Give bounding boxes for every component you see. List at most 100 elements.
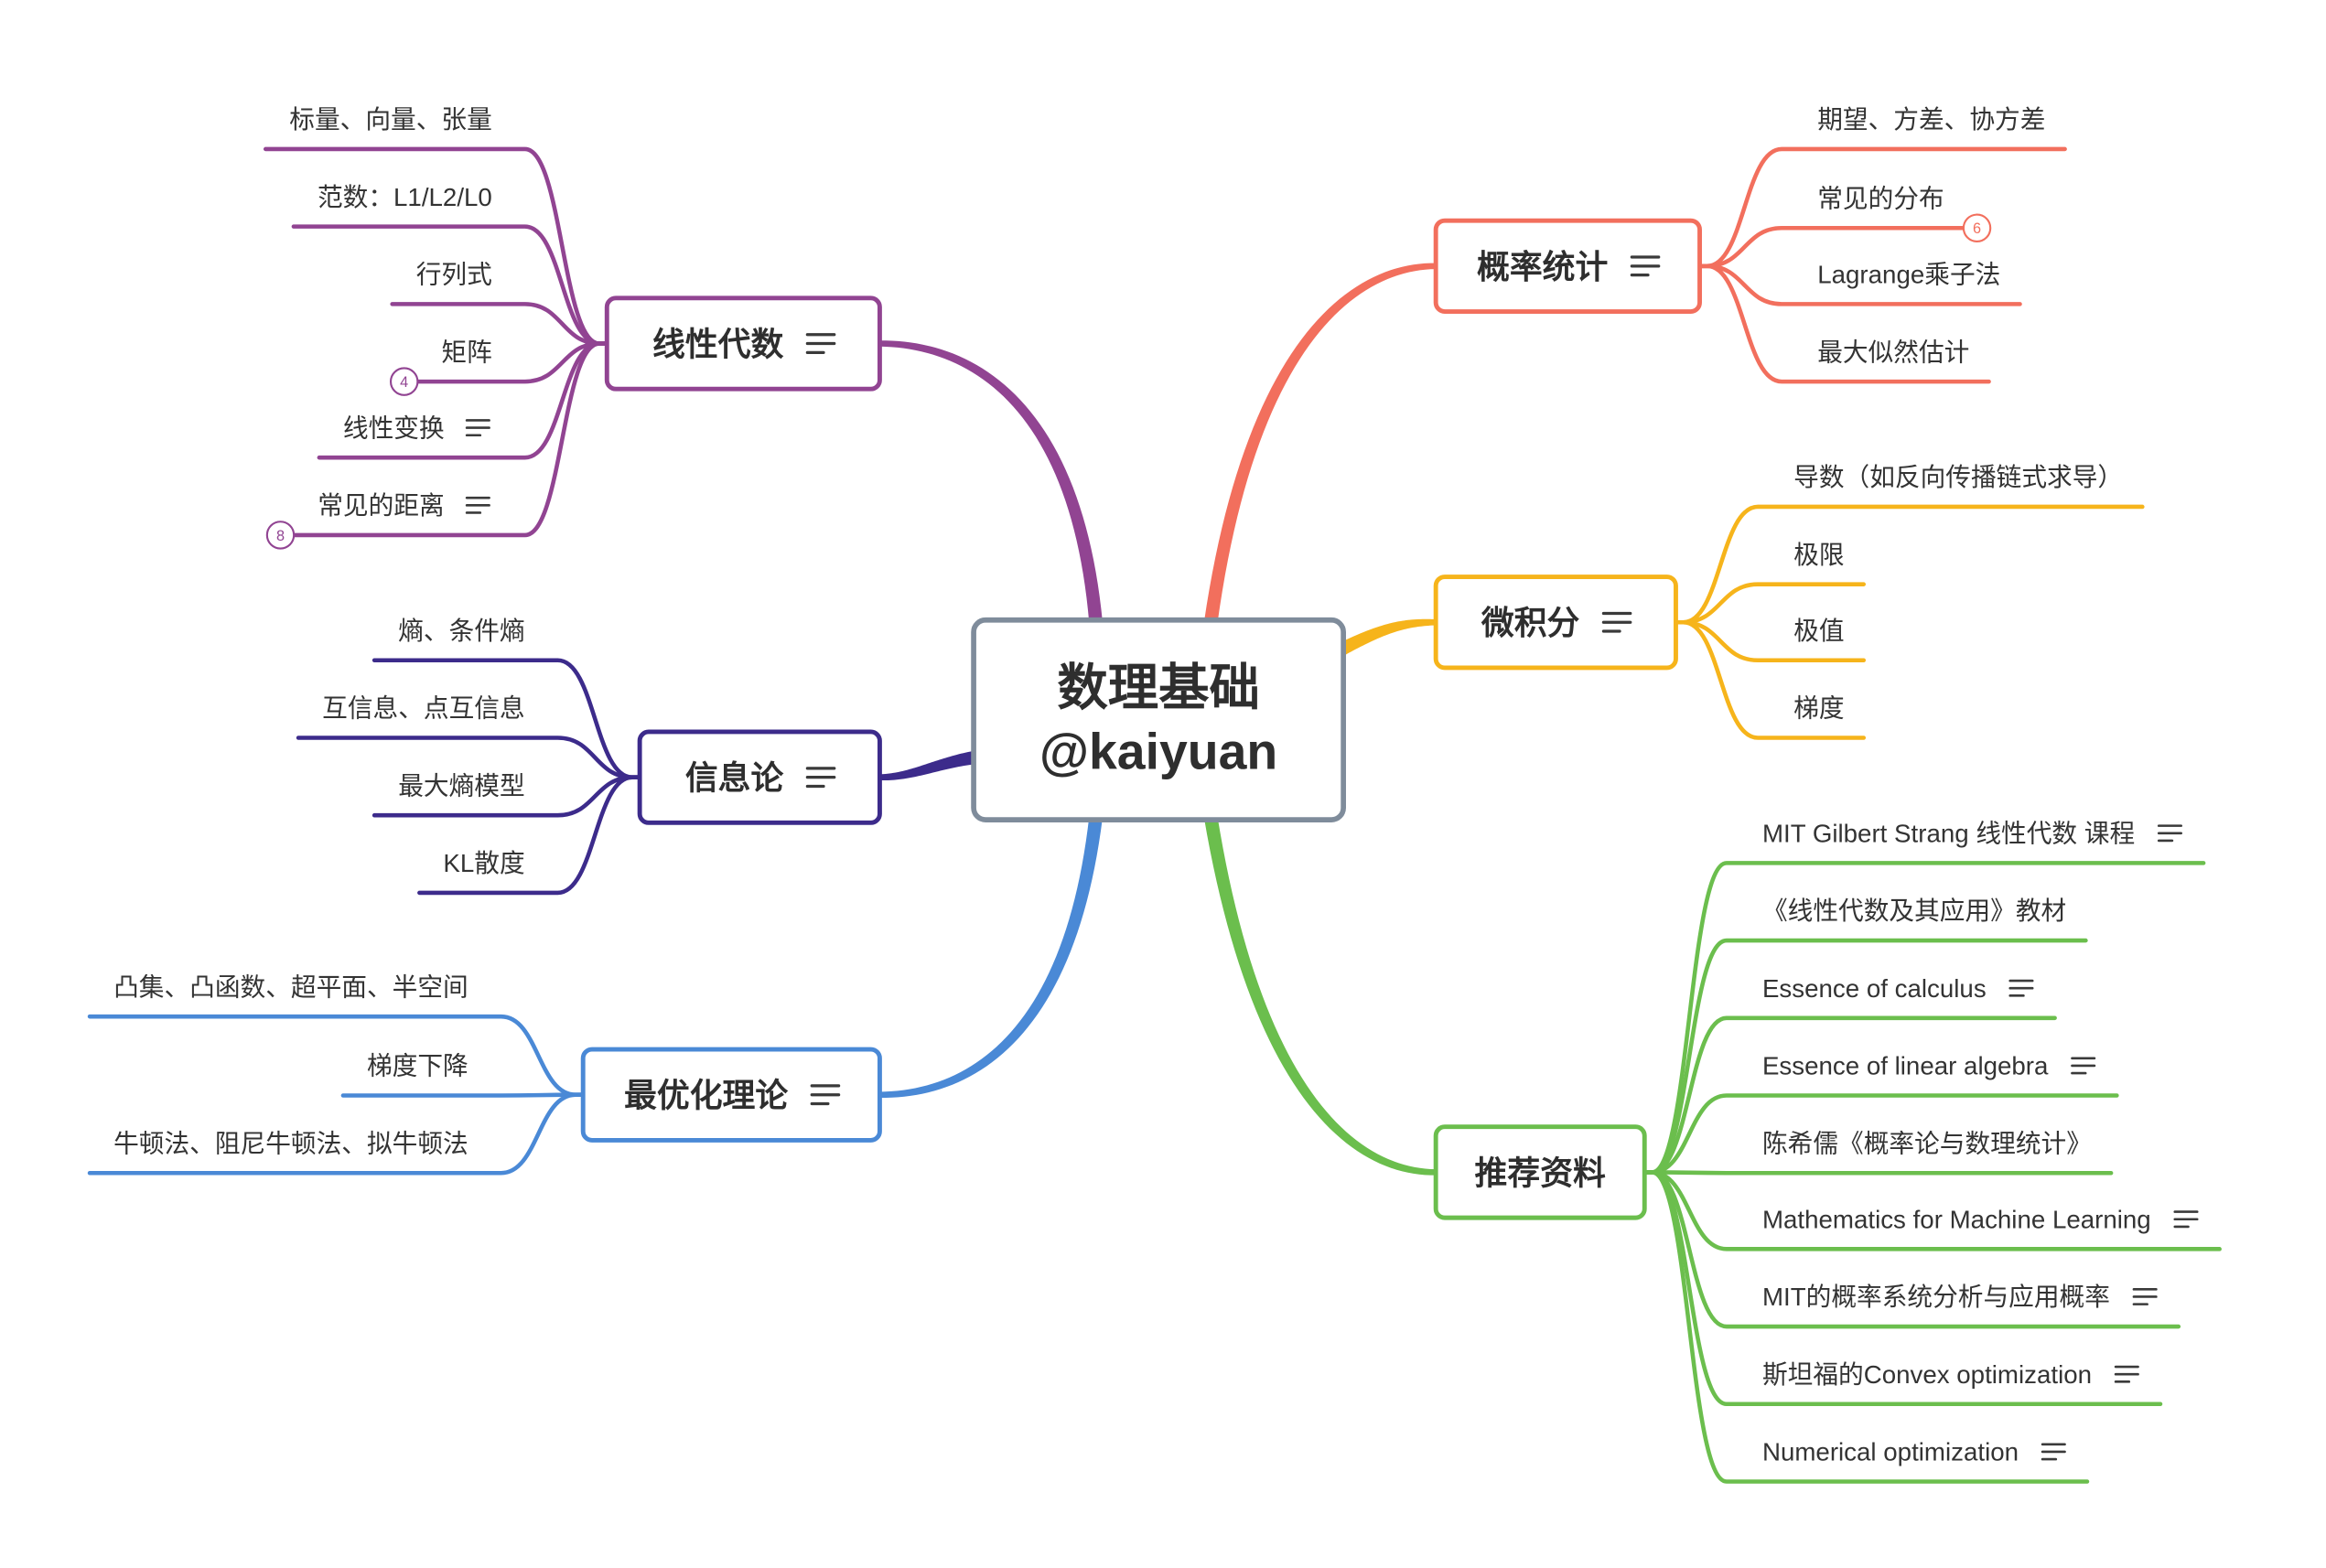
- notes-icon[interactable]: [810, 1084, 841, 1106]
- leaf-label: 导数（如反向传播链式求导）: [1793, 463, 2123, 491]
- notes-icon[interactable]: [2071, 1057, 2096, 1075]
- leaf-topic[interactable]: Essence of linear algebra: [1762, 1052, 2096, 1080]
- leaf-label: 线性变换: [343, 413, 445, 442]
- leaf-topic[interactable]: 标量、向量、张量: [289, 105, 492, 134]
- leaf-topic[interactable]: 陈希儒《概率论与数理统计》: [1762, 1129, 2092, 1157]
- leaf-label: 极值: [1793, 617, 1844, 645]
- branch-connector: [1203, 815, 1437, 1176]
- branch-label: 推荐资料: [1475, 1155, 1606, 1191]
- leaf-label: Mathematics for Machine Learning: [1762, 1206, 2151, 1234]
- branch-connector: [1337, 618, 1437, 656]
- leaf-label: KL散度: [443, 849, 524, 877]
- leaf-connector: [1642, 1170, 2090, 1484]
- notes-icon[interactable]: [1601, 611, 1632, 633]
- branch-node-frame: [637, 729, 882, 825]
- leaf-label: Essence of calculus: [1762, 974, 1987, 1003]
- leaf-label: MIT Gilbert Strang 线性代数 课程: [1762, 820, 2135, 848]
- leaf-label: 常见的距离: [318, 491, 444, 520]
- connector-layer: [87, 146, 2222, 1484]
- root-node[interactable]: 数理基础@kaiyuan: [971, 617, 1346, 822]
- leaf-connector: [1642, 1170, 2114, 1176]
- branch-label: 信息论: [685, 760, 784, 797]
- leaf-label: 熵、条件熵: [398, 617, 524, 645]
- leaf-topic[interactable]: 范数：L1/L2/L0: [318, 183, 492, 211]
- branch-label: 微积分: [1481, 605, 1580, 641]
- branch-node-frame: [580, 1047, 882, 1143]
- leaf-label: 行列式: [416, 261, 492, 289]
- notes-icon[interactable]: [2157, 824, 2182, 843]
- leaf-topic[interactable]: Lagrange乘子法: [1817, 261, 2000, 289]
- leaf-topic[interactable]: 期望、方差、协方差: [1817, 105, 2045, 134]
- badge-count: 8: [276, 528, 285, 544]
- leaf-label: 斯坦福的Convex optimization: [1762, 1360, 2092, 1389]
- branch-node-frame: [1433, 575, 1678, 671]
- leaf-label: Essence of linear algebra: [1762, 1052, 2049, 1080]
- leaf-topic[interactable]: MIT的概率系统分析与应用概率: [1762, 1283, 2158, 1311]
- root-subtitle: @kaiyuan: [1039, 724, 1277, 780]
- leaf-topic[interactable]: 互信息、点互信息: [322, 694, 525, 723]
- notes-icon[interactable]: [2114, 1365, 2139, 1383]
- leaf-label: Numerical optimization: [1762, 1438, 2019, 1466]
- leaf-topic[interactable]: 常见的距离 8: [265, 491, 490, 550]
- branch-node[interactable]: 信息论: [637, 729, 882, 825]
- branch-node[interactable]: 微积分: [1433, 575, 1678, 671]
- branch-connector: [879, 750, 978, 781]
- leaf-topic[interactable]: 熵、条件熵: [398, 617, 524, 645]
- leaf-label: 范数：L1/L2/L0: [318, 183, 492, 211]
- badge-count: 6: [1973, 220, 1981, 237]
- leaf-label: 最大熵模型: [398, 771, 524, 800]
- notes-icon[interactable]: [2041, 1443, 2066, 1461]
- leaf-topic[interactable]: MIT Gilbert Strang 线性代数 课程: [1762, 820, 2182, 848]
- leaf-topic[interactable]: 最大似然估计: [1817, 338, 1969, 366]
- leaf-label: 期望、方差、协方差: [1817, 105, 2045, 134]
- leaf-topic[interactable]: Numerical optimization: [1762, 1438, 2066, 1466]
- branch-label: 线性代数: [652, 327, 783, 363]
- leaf-topic[interactable]: 线性变换: [343, 413, 490, 442]
- branch-node[interactable]: 推荐资料: [1433, 1124, 1647, 1220]
- notes-icon[interactable]: [2132, 1288, 2158, 1305]
- leaf-label: 梯度下降: [367, 1052, 468, 1080]
- leaf-topic[interactable]: 梯度: [1793, 694, 1844, 723]
- branch-connector: [879, 815, 1103, 1098]
- leaf-label: 凸集、凸函数、超平面、半空间: [113, 972, 468, 1001]
- leaf-topic[interactable]: 矩阵 4: [389, 338, 492, 396]
- notes-icon[interactable]: [465, 496, 490, 514]
- notes-icon[interactable]: [465, 419, 490, 437]
- leaf-topic[interactable]: 极限: [1793, 541, 1844, 569]
- notes-icon[interactable]: [2173, 1210, 2199, 1229]
- branch-node[interactable]: 概率统计: [1433, 218, 1702, 314]
- leaf-topic[interactable]: 梯度下降: [367, 1052, 468, 1080]
- leaf-label: 矩阵: [441, 338, 491, 366]
- leaf-label: 互信息、点互信息: [322, 694, 525, 723]
- leaf-topic[interactable]: KL散度: [443, 849, 524, 877]
- leaf-connector: [1674, 619, 1867, 740]
- leaf-topic[interactable]: 牛顿法、阻尼牛顿法、拟牛顿法: [113, 1129, 468, 1157]
- notes-icon[interactable]: [805, 767, 836, 789]
- leaf-topic[interactable]: 导数（如反向传播链式求导）: [1793, 463, 2123, 491]
- notes-icon[interactable]: [1630, 255, 1661, 277]
- leaf-topic[interactable]: 斯坦福的Convex optimization: [1762, 1360, 2139, 1389]
- leaf-label: 最大似然估计: [1817, 338, 1969, 366]
- branch-node[interactable]: 线性代数: [604, 295, 882, 392]
- collapsed-count-badge[interactable]: 4: [389, 367, 419, 396]
- notes-icon[interactable]: [805, 333, 836, 354]
- leaf-topic[interactable]: 行列式: [416, 261, 492, 289]
- leaf-topic[interactable]: 极值: [1793, 617, 1844, 645]
- collapsed-count-badge[interactable]: 6: [1962, 213, 1992, 243]
- branch-label: 概率统计: [1477, 249, 1608, 285]
- notes-icon[interactable]: [2008, 979, 2034, 997]
- branch-node[interactable]: 最优化理论: [580, 1047, 882, 1143]
- branch-node-frame: [1433, 1124, 1647, 1220]
- leaf-connector: [291, 341, 609, 538]
- leaf-label: 《线性代数及其应用》教材: [1762, 897, 2066, 925]
- leaf-topic[interactable]: 《线性代数及其应用》教材: [1762, 897, 2066, 925]
- leaf-topic[interactable]: Essence of calculus: [1762, 974, 2034, 1003]
- leaf-topic[interactable]: 最大熵模型: [398, 771, 524, 800]
- leaf-topic[interactable]: Mathematics for Machine Learning: [1762, 1206, 2199, 1234]
- leaf-topic[interactable]: 凸集、凸函数、超平面、半空间: [113, 972, 468, 1001]
- collapsed-count-badge[interactable]: 8: [265, 521, 296, 550]
- leaf-connector: [1697, 263, 1991, 384]
- leaf-label: 陈希儒《概率论与数理统计》: [1762, 1129, 2092, 1157]
